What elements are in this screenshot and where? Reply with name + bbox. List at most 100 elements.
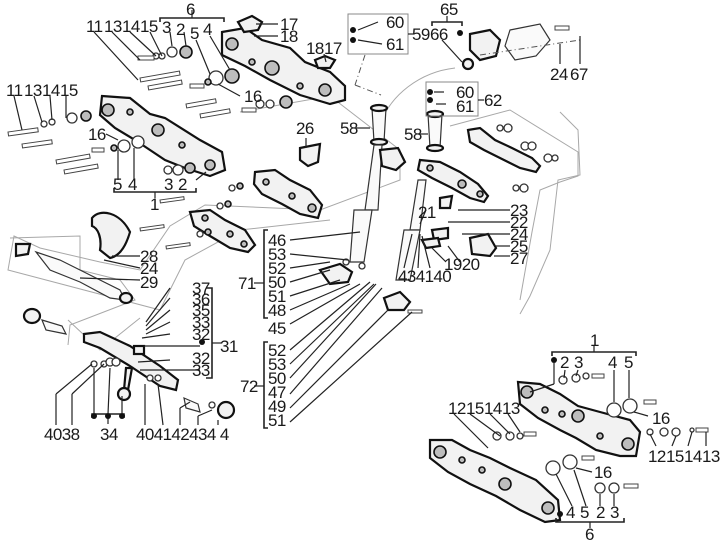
callout-24c: 24	[140, 259, 158, 278]
callout-23: 23	[510, 201, 528, 220]
callout-16c: 16	[652, 409, 670, 428]
callout-16b: 16	[88, 125, 106, 144]
callout-16d: 16	[594, 463, 612, 482]
callout-33b: 33	[192, 361, 210, 380]
steering-arm	[14, 242, 236, 420]
callout-5b: 5	[113, 175, 122, 194]
callout-5d: 5	[580, 503, 589, 522]
callout-32b: 32	[192, 349, 210, 368]
bottom-triple-clamp-6	[428, 431, 639, 524]
callout-4d: 4	[566, 503, 575, 522]
callout-3d: 3	[610, 503, 619, 522]
callout-40-41-42-43-44: 404142434 4	[136, 425, 229, 444]
callout-27: 27	[510, 249, 528, 268]
callout-6-top: 6	[186, 0, 195, 19]
callout-28: 28	[140, 247, 158, 266]
callout-34: 34	[100, 425, 118, 444]
callout-51: 51	[268, 287, 286, 306]
callout-17: 17	[280, 15, 298, 34]
callout-65: 65	[440, 0, 458, 19]
right-upper-clamp	[416, 123, 559, 204]
callout-43-41-40: 434140	[398, 267, 451, 286]
callout-12b: 12	[648, 447, 666, 466]
leader-lines	[13, 10, 707, 528]
callout-5c: 5	[624, 353, 633, 372]
callout-3: 3	[162, 18, 171, 37]
axle-parts	[318, 258, 423, 314]
callout-58: 58	[340, 119, 358, 138]
callout-14: 14	[122, 17, 140, 36]
callout-71: 71	[238, 274, 256, 293]
callout-15c: 15	[466, 399, 484, 418]
right-brackets	[420, 194, 498, 258]
callout-47: 47	[268, 383, 286, 402]
callout-14d: 14	[684, 447, 702, 466]
upper-clamp-fasteners	[137, 45, 293, 119]
callout-60b: 60	[456, 83, 474, 102]
callout-51b: 51	[268, 411, 286, 430]
fork-guard	[90, 211, 132, 260]
callout-4: 4	[203, 20, 212, 39]
fork-stems	[298, 103, 445, 281]
callout-67: 67	[570, 65, 588, 84]
bearing-kit-boxes	[347, 13, 479, 117]
callout-25: 25	[510, 237, 528, 256]
callout-14b: 14	[42, 81, 60, 100]
callout-61b: 61	[456, 97, 474, 116]
callout-52b: 52	[268, 341, 286, 360]
callout-53: 53	[268, 245, 286, 264]
callout-50: 50	[268, 273, 286, 292]
callout-2: 2	[176, 20, 185, 39]
callout-61: 61	[386, 35, 404, 54]
callout-33: 33	[192, 313, 210, 332]
callout-24: 24	[550, 65, 568, 84]
upper-triple-clamp	[220, 14, 347, 106]
callout-15: 15	[140, 17, 158, 36]
callout-4c: 4	[608, 353, 617, 372]
callout-22: 22	[510, 213, 528, 232]
callout-2b: 2	[178, 175, 187, 194]
callout-18b: 18	[306, 39, 324, 58]
callout-3b: 3	[164, 175, 173, 194]
callout-50b: 50	[268, 369, 286, 388]
frame-outline-right-inner	[449, 109, 579, 301]
callout-49: 49	[268, 397, 286, 416]
callout-5: 5	[190, 24, 199, 43]
steering-damper	[461, 23, 581, 71]
callout-17b: 17	[324, 39, 342, 58]
callout-53b: 53	[268, 355, 286, 374]
middle-clamp-parts	[139, 168, 324, 254]
callout-58b: 58	[404, 125, 422, 144]
frame-outline-guard	[9, 235, 136, 346]
callout-60: 60	[386, 13, 404, 32]
background-outlines	[7, 67, 581, 351]
callout-52: 52	[268, 259, 286, 278]
callout-13: 13	[104, 17, 122, 36]
callout-14c: 14	[484, 399, 502, 418]
left-clamp-fasteners	[7, 110, 196, 176]
callout-1-left: 1	[150, 195, 159, 214]
callout-2c: 2	[560, 353, 569, 372]
callout-6-bottom: 6	[585, 525, 594, 544]
callout-32: 32	[192, 325, 210, 344]
callout-72: 72	[240, 377, 258, 396]
callout-59: 59	[412, 25, 430, 44]
callout-62: 62	[484, 91, 502, 110]
callout-35: 35	[192, 301, 210, 320]
callout-21: 21	[418, 203, 436, 222]
callout-2d: 2	[596, 503, 605, 522]
callout-15d: 15	[666, 447, 684, 466]
callout-26: 26	[296, 119, 314, 138]
callout-36: 36	[192, 290, 210, 309]
callout-19-20: 1920	[444, 255, 480, 274]
callout-31: 31	[220, 337, 238, 356]
callout-13d: 13	[702, 447, 720, 466]
callout-40-38: 4038	[44, 425, 80, 444]
callout-1-bottom: 1	[590, 331, 599, 350]
callout-15b: 15	[60, 81, 78, 100]
callout-18: 18	[280, 27, 298, 46]
callout-13b: 13	[24, 81, 42, 100]
callout-48: 48	[268, 301, 286, 320]
callout-13c: 13	[502, 399, 520, 418]
